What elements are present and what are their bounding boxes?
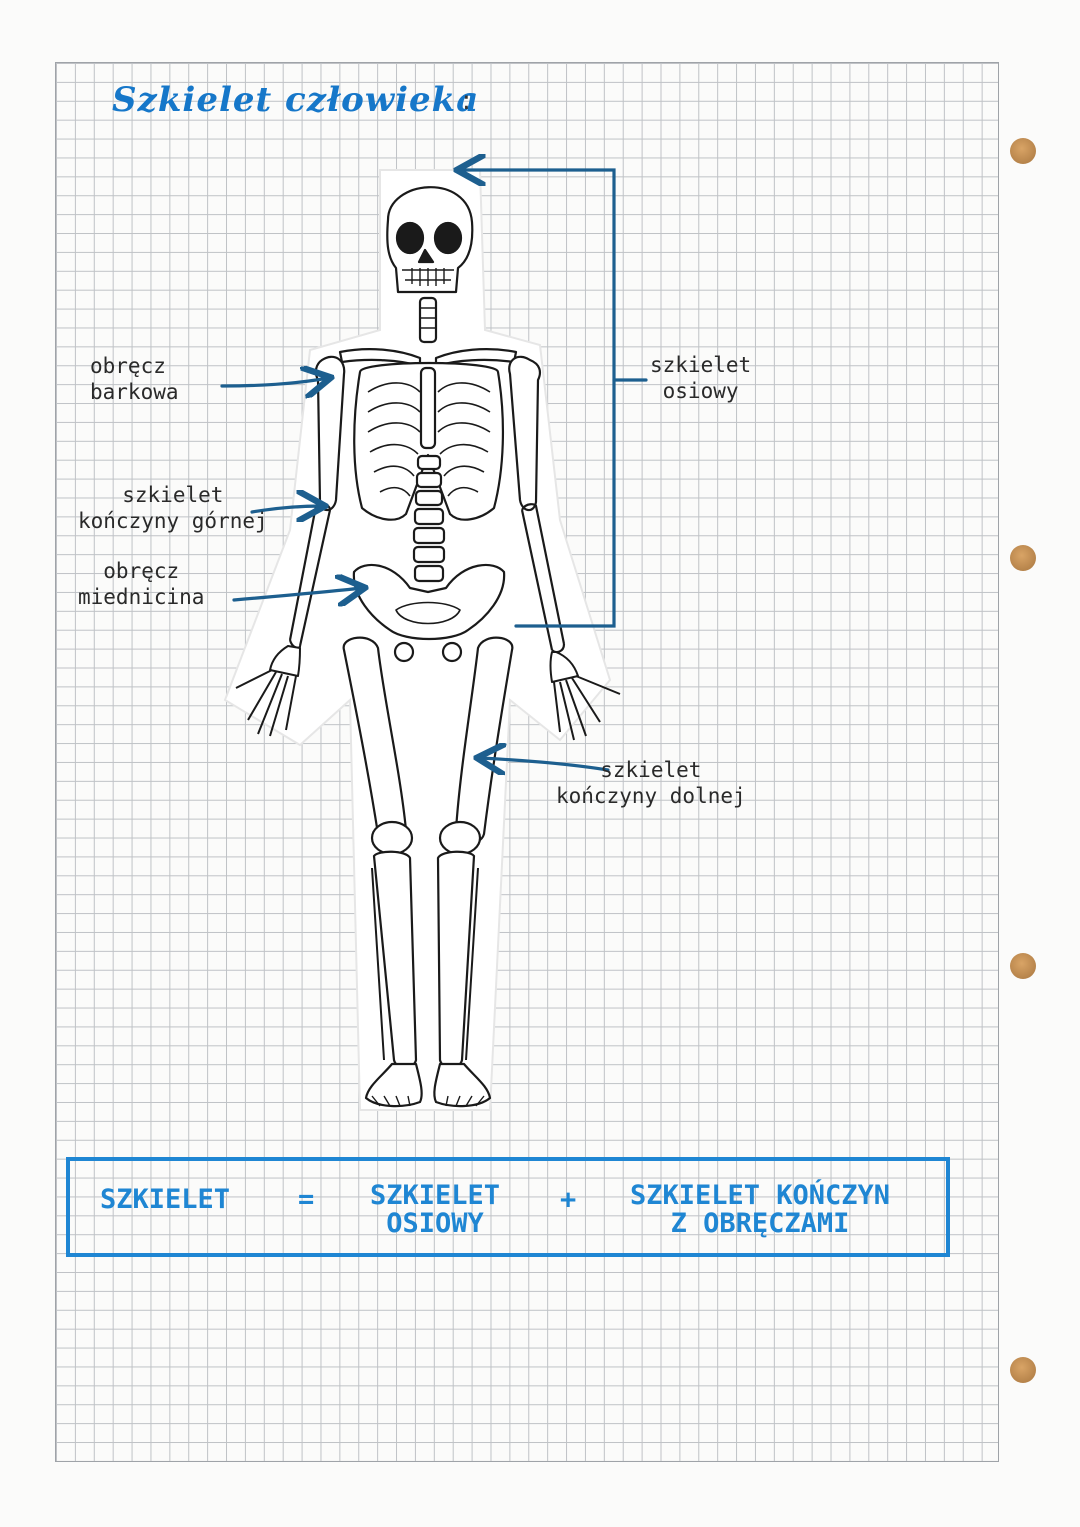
equation-plus: + [560,1184,577,1215]
equation-lhs: SZKIELET [100,1184,231,1215]
label-shoulder-girdle: obręcz barkowa [90,354,179,404]
label-upper-limb: szkielet kończyny górnej [78,483,268,533]
humerus-right [508,355,541,512]
label-pelvic-girdle: obręcz miednicina [78,559,205,609]
hand-left [235,645,301,737]
arrow-upper-limb [250,506,322,512]
arrow-axial-bracket [460,170,616,628]
sticker-background [223,169,612,1111]
forearm-left [288,502,332,650]
patella-right [438,820,482,856]
binder-hole [1010,545,1036,571]
forearm-right [520,503,566,654]
equation-term-axial: SZKIELET OSIOWY [369,1180,501,1239]
binder-hole [1010,1357,1036,1383]
patella-left [370,820,414,856]
eye-socket-left [395,221,425,255]
arrow-pelvic-girdle [232,588,362,600]
skull [386,186,474,294]
binder-hole [1010,953,1036,979]
hand-right [549,651,621,741]
foot-right [433,1062,492,1108]
cervical-spine [418,296,438,344]
binder-hole [1010,138,1036,164]
summary-box [66,1157,950,1257]
label-lower-limb: szkielet kończyny dolnej [556,758,746,808]
arrow-lower-limb [480,758,610,770]
foot-left [364,1062,423,1108]
sternum [419,366,437,450]
eye-socket-right [433,221,463,255]
label-axial: szkielet osiowy [650,353,752,403]
equation-term-limbs: SZKIELET KOŃCZYN Z OBRĘCZAMI [629,1180,891,1239]
lumbar-spine [412,454,446,583]
page-title: Szkielet człowieka [112,80,480,120]
equation-equals: = [298,1184,315,1215]
arrow-shoulder-girdle [220,378,328,386]
title-colon: : [462,86,471,116]
